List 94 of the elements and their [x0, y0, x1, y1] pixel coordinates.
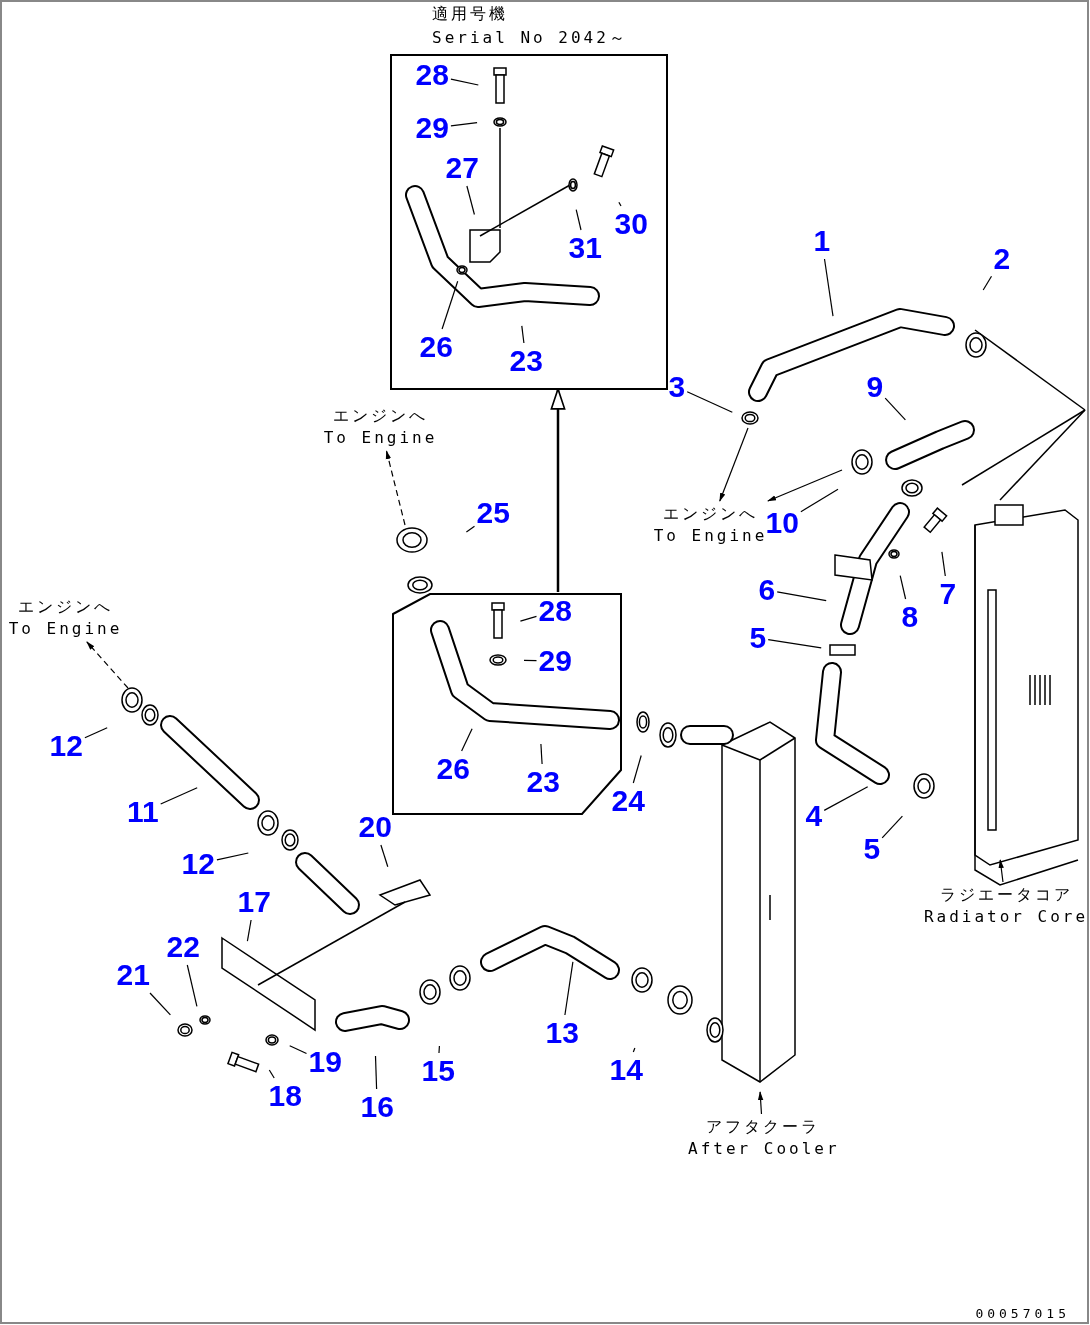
japanese-label: エンジンへ: [17, 596, 114, 618]
callout-number: 11: [127, 796, 159, 828]
callout-number: 10: [765, 507, 799, 539]
leader-line: [246, 919, 252, 942]
leader-line: [800, 488, 839, 513]
callout-number: 16: [360, 1091, 394, 1123]
callout-number: 2: [993, 243, 1011, 275]
callout-number: 23: [509, 345, 543, 377]
callout-number: 4: [805, 800, 823, 832]
japanese-label: アフタクーラ: [705, 1116, 821, 1138]
heading: 適用号機: [432, 3, 508, 25]
leader-line: [216, 852, 249, 861]
callout-number: 5: [863, 833, 881, 865]
callout-number: 7: [939, 578, 957, 610]
callout-number: 24: [611, 785, 645, 817]
callout-number: 23: [526, 766, 560, 798]
callout-number: 29: [415, 112, 449, 144]
leader-line: [823, 786, 869, 811]
leader-line: [823, 258, 834, 317]
callout-number: 3: [668, 371, 686, 403]
leader-line: [268, 1069, 275, 1079]
callout-number: 28: [415, 59, 449, 91]
leader-line: [632, 754, 642, 784]
leader-line: [441, 280, 459, 330]
english-label: Radiator Core: [922, 906, 1090, 928]
callout-number: 31: [568, 232, 602, 264]
callout-number: 13: [545, 1017, 579, 1049]
leader-line: [380, 844, 389, 868]
leader-line: [160, 787, 198, 805]
callout-number: 19: [308, 1046, 342, 1078]
leader-line: [575, 209, 582, 231]
leader-line: [884, 397, 906, 421]
callout-number: 21: [116, 959, 150, 991]
japanese-label: ラジエータコア: [938, 884, 1074, 906]
callout-number: 12: [181, 848, 215, 880]
leader-line: [899, 575, 907, 600]
leader-line: [776, 591, 827, 602]
japanese-label: エンジンへ: [332, 405, 429, 427]
callout-number: 30: [614, 208, 648, 240]
callout-number: 5: [749, 622, 767, 654]
arrow: [86, 641, 129, 689]
leader-line: [632, 1047, 636, 1053]
english-label: To Engine: [8, 618, 123, 640]
leader-line: [941, 551, 946, 577]
leader-line: [461, 728, 473, 752]
leader-line: [438, 1045, 440, 1054]
japanese-label: エンジンへ: [662, 503, 759, 525]
leader-line: [374, 1055, 378, 1090]
callout-number: 9: [866, 371, 884, 403]
drawing-number: 00057015: [975, 1306, 1070, 1321]
leader-line: [450, 78, 479, 86]
leader-line: [186, 964, 198, 1007]
callout-number: 25: [476, 497, 510, 529]
callout-number: 8: [901, 601, 919, 633]
callout-number: 28: [538, 595, 572, 627]
callout-number: 27: [445, 152, 479, 184]
leader-line: [757, 1091, 764, 1115]
callout-number: 26: [436, 753, 470, 785]
leader-line: [465, 525, 476, 533]
serial-note: Serial No 2042～: [432, 27, 628, 49]
english-label: To Engine: [322, 427, 439, 449]
leader-line: [618, 201, 622, 207]
leader-line: [466, 185, 475, 216]
arrow: [385, 450, 406, 526]
arrow: [767, 469, 843, 502]
leader-line: [564, 961, 574, 1016]
leader-line: [519, 615, 538, 622]
callout-number: 22: [166, 931, 200, 963]
callout-number: 15: [421, 1055, 455, 1087]
callout-number: 12: [49, 730, 83, 762]
callout-number: 17: [237, 886, 271, 918]
leader-line: [982, 275, 993, 291]
callout-number: 14: [609, 1054, 643, 1086]
english-label: To Engine: [652, 526, 768, 547]
leader-line: [686, 391, 733, 413]
callout-number: 18: [268, 1080, 302, 1112]
leader-line: [149, 992, 171, 1016]
leader-line: [881, 815, 903, 839]
leader-line: [998, 859, 1004, 883]
leader-line: [521, 325, 525, 344]
leader-line: [523, 659, 538, 662]
leader-line: [289, 1045, 308, 1055]
callout-number: 26: [419, 331, 453, 363]
leader-line: [450, 122, 478, 127]
leader-line: [540, 743, 543, 765]
english-label: After Cooler: [688, 1138, 838, 1160]
callout-number: 29: [538, 645, 572, 677]
callout-number: 20: [358, 811, 392, 843]
leader-line: [767, 639, 822, 649]
callout-number: 1: [813, 225, 831, 257]
callout-number: 6: [758, 574, 776, 606]
leader-line: [84, 727, 108, 739]
hollow-arrow: [550, 388, 566, 592]
arrow: [719, 427, 749, 502]
